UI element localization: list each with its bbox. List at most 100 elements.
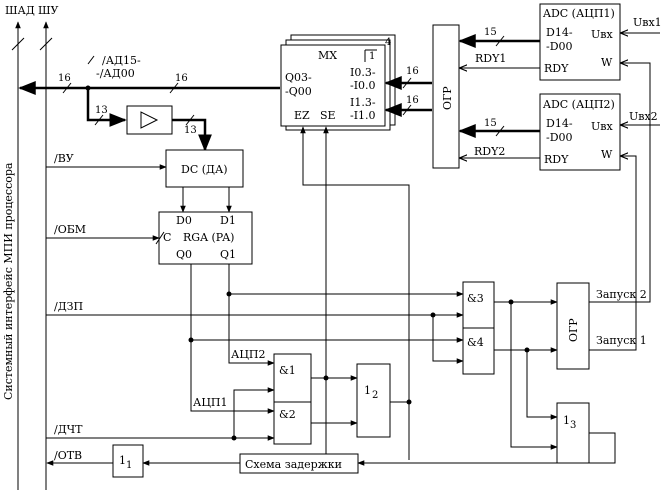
bus-slash <box>495 125 505 137</box>
gate-and2-label: &2 <box>279 408 296 421</box>
adc2-uin: Uвх <box>591 120 613 133</box>
mx-q-a: Q03- <box>285 71 312 84</box>
junction-dot <box>323 375 329 381</box>
start2-label: Запуск 2 <box>596 288 647 301</box>
ad-bus-name: /АД15- <box>102 54 141 67</box>
gate-or3-sub: 3 <box>570 420 576 431</box>
start2-wire <box>589 63 651 303</box>
mx-q-b: -Q00 <box>285 85 312 98</box>
wire-acp1 <box>190 264 275 414</box>
bus-slash <box>39 37 53 51</box>
clock-slash <box>155 231 165 245</box>
gate-and3-label: &3 <box>467 292 484 305</box>
gate-or2-label: 1 <box>364 384 371 397</box>
read-logic: &1 &2 1 2 АЦП2 АЦП1 /ДЧТ <box>46 264 412 445</box>
bus-label-shu: ШУ <box>38 4 59 17</box>
mx-in0-width: 16 <box>406 66 419 77</box>
ad-width-mid: 16 <box>175 73 188 84</box>
adc2-w: W <box>601 148 613 161</box>
ogr-right-block <box>556 282 590 370</box>
gate-or1-sub: 1 <box>126 460 132 471</box>
ad-width-left: 16 <box>58 73 71 84</box>
wire-acp2-label: АЦП2 <box>231 348 266 361</box>
mx-i1-b: -I1.0 <box>350 109 376 122</box>
write-logic: &3 &4 /ДЗП ОГР Запуск 2 Запуск 1 1 3 <box>46 63 651 466</box>
junction-dot <box>231 435 237 441</box>
rga-d0: D0 <box>176 214 192 227</box>
adc1-title: ADC (АЦП1) <box>542 7 615 20</box>
bus-slash <box>402 104 412 116</box>
adc2-title: ADC (АЦП2) <box>542 98 615 111</box>
adc1: ADC (АЦП1) D14- -D00 Uвх RDY W Uвх1 15 R… <box>458 3 662 81</box>
adc2-rdy: RDY <box>544 153 569 166</box>
adc1-width: 15 <box>484 27 497 38</box>
rga-label: RGA (PA) <box>183 231 234 244</box>
junction-dot <box>226 291 232 297</box>
adc1-ext-input: Uвх1 <box>633 16 662 29</box>
gate-and2 <box>273 401 312 445</box>
mx-se: SE <box>320 109 336 122</box>
or3-out <box>357 432 616 466</box>
signal-dcht-label: /ДЧТ <box>54 423 83 436</box>
junction-dot <box>430 312 436 318</box>
rga-q1: Q1 <box>220 248 236 261</box>
bus-slash <box>402 77 412 89</box>
adc2-rdy-line: RDY2 <box>474 145 505 158</box>
bus-label-shad: ШАД <box>5 4 35 17</box>
adc1-uin: Uвх <box>591 28 613 41</box>
bus-slash <box>87 55 95 65</box>
delay-label: Схема задержки <box>245 458 342 471</box>
gate-and3 <box>462 281 495 329</box>
ogr-top-block <box>432 24 460 169</box>
bus-slash <box>94 114 104 126</box>
adc2-width: 15 <box>484 118 497 129</box>
dzp-to-and4 <box>432 315 464 364</box>
junction-dot <box>188 337 194 343</box>
gate-and4-label: &4 <box>467 336 484 349</box>
adc2: ADC (АЦП2) D14- -D00 Uвх RDY W Uвх2 15 R… <box>458 93 660 171</box>
buffer-width-out: 13 <box>184 125 197 136</box>
wire-acp2 <box>228 264 275 366</box>
adc1-block <box>539 3 621 81</box>
gate-and4 <box>462 327 495 375</box>
mx-title: MX <box>318 49 337 62</box>
signal-dzp-label: /ДЗП <box>54 300 83 313</box>
adc2-ext-input: Uвх2 <box>629 110 658 123</box>
signal-otv-label: /ОТВ <box>54 449 82 462</box>
adc1-d-a: D14- <box>546 26 573 39</box>
adc2-block <box>539 93 621 171</box>
bus-slash <box>495 35 505 47</box>
gate-or1-label: 1 <box>119 454 126 467</box>
rga-q0: Q0 <box>176 248 192 261</box>
gate-or1_1 <box>112 444 144 478</box>
gate-and1 <box>273 353 312 403</box>
mx-ez: EZ <box>294 109 310 122</box>
buffer-width-in: 13 <box>95 105 108 116</box>
reply-logic: Схема задержки 1 1 /ОТВ <box>46 444 359 478</box>
mx-multiplexer: 4 1 MX Q03- -Q00 I0.3- -I0.0 I1.3- -I1.0… <box>280 34 432 460</box>
bus-slash <box>62 82 72 94</box>
rga-block <box>158 211 253 265</box>
mx-i0-b: -I0.0 <box>350 79 376 92</box>
dcht-to-and1 <box>233 387 275 438</box>
signal-obm-label: /ОБМ <box>54 223 86 236</box>
ogr-right-label: ОГР <box>567 318 580 342</box>
adc2-d-a: D14- <box>546 117 573 130</box>
address-data-bus: 16 16 /АД15- -/АД00 13 13 <box>18 54 280 152</box>
ogr-top-label: ОГР <box>441 86 454 110</box>
ogr-top: ОГР <box>432 24 460 169</box>
adc1-w: W <box>601 56 613 69</box>
bus-slash <box>11 37 25 51</box>
mx-in1-width: 16 <box>406 95 419 106</box>
system-interface-label: Системный интерфейс МПИ процессора <box>2 162 15 400</box>
adc2-d-b: -D00 <box>546 131 573 144</box>
ez-control-wire <box>300 126 410 460</box>
rga-register: D0 D1 C RGA (PA) Q0 Q1 /ОБМ <box>46 211 253 265</box>
gate-or1_3 <box>556 402 590 464</box>
adc1-rdy: RDY <box>544 62 569 75</box>
dc-decoder: /ВУ DC (ДА) <box>46 149 244 213</box>
gate-or1_2 <box>356 363 391 438</box>
signal-vu-label: /ВУ <box>54 152 74 165</box>
mx-index-4: 4 <box>385 37 391 48</box>
